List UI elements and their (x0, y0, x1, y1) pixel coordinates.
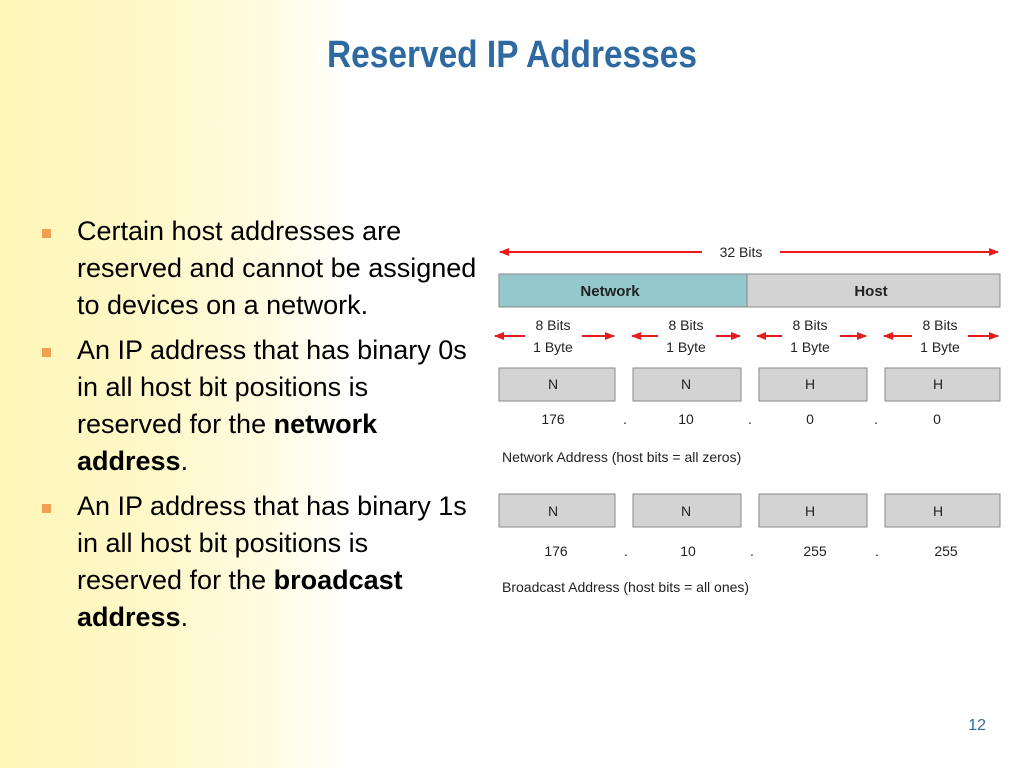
cell-letter: H (933, 376, 943, 392)
host-label: Host (854, 283, 887, 300)
octet-span: 8 Bits 1 Byte (756, 317, 867, 355)
cell-letter: N (548, 503, 558, 519)
bullet-item: Certain host addresses are reserved and … (40, 213, 480, 324)
bullet-text-run: An IP address that has binary 1s in all … (77, 491, 467, 595)
octet-bits-label: 8 Bits (535, 317, 570, 333)
bold-term: network address (77, 409, 378, 476)
octet-span: 8 Bits 1 Byte (631, 317, 741, 355)
octet-bits-label: 8 Bits (668, 317, 703, 333)
octet-value: 0 (933, 411, 941, 427)
bullet-text: An IP address that has binary 0s in all … (77, 335, 467, 476)
bullet-item: An IP address that has binary 1s in all … (40, 488, 480, 636)
octet-cell (498, 367, 616, 402)
cell-letter: H (805, 376, 815, 392)
octet-byte-label: 1 Byte (920, 339, 960, 355)
octet-value: 255 (803, 543, 827, 559)
cell-letter: H (805, 503, 815, 519)
total-bits-label: 32 Bits (720, 244, 763, 260)
network-label: Network (580, 283, 640, 300)
network-address-example: N N H H 176 . 10 . 0 . 0 Network Address… (498, 367, 1001, 465)
bullet-square-icon (42, 348, 51, 357)
broadcast-address-example: N N H H 176 . 10 . 255 . 255 Broadcast A… (498, 493, 1001, 595)
bullet-text: An IP address that has binary 1s in all … (77, 491, 467, 632)
octet-cell (884, 493, 1001, 528)
octet-bits-label: 8 Bits (922, 317, 957, 333)
slide-number: 12 (968, 717, 986, 734)
bullet-text-run: . (180, 446, 189, 476)
total-bits-span: 32 Bits (499, 244, 999, 260)
host-portion (746, 273, 1001, 308)
octet-byte-label: 1 Byte (790, 339, 830, 355)
bullet-list: Certain host addresses are reserved and … (40, 213, 480, 644)
bold-term: broadcast address (77, 565, 403, 632)
broadcast-address-caption: Broadcast Address (host bits = all ones) (502, 579, 749, 595)
octet-separator: . (875, 543, 879, 559)
octet-value: 0 (806, 411, 814, 427)
octet-separator: . (750, 543, 754, 559)
cell-letter: N (681, 376, 691, 392)
bullet-text-run: . (180, 602, 189, 632)
cell-letter: N (548, 376, 558, 392)
octet-separator: . (874, 411, 878, 427)
octet-separator: . (623, 411, 627, 427)
octet-cell (498, 493, 616, 528)
octet-separator: . (624, 543, 628, 559)
octet-value: 10 (678, 411, 694, 427)
bullet-text-run: An IP address that has binary 0s in all … (77, 335, 467, 439)
cell-letter: N (681, 503, 691, 519)
octet-cell (758, 367, 868, 402)
bullet-square-icon (42, 229, 51, 238)
octet-byte-label: 1 Byte (533, 339, 573, 355)
network-portion (498, 273, 748, 308)
octet-span: 8 Bits 1 Byte (494, 317, 615, 355)
octet-bits-label: 8 Bits (792, 317, 827, 333)
octet-spans: 8 Bits 1 Byte 8 Bits 1 Byte 8 Bits 1 Byt… (494, 317, 999, 355)
octet-value: 176 (544, 543, 568, 559)
octet-span: 8 Bits 1 Byte (883, 317, 999, 355)
slide-title: Reserved IP Addresses (327, 34, 697, 76)
cell-letter: H (933, 503, 943, 519)
octet-cell (884, 367, 1001, 402)
bullet-item: An IP address that has binary 0s in all … (40, 332, 480, 480)
bullet-text: Certain host addresses are reserved and … (77, 216, 476, 320)
octet-byte-label: 1 Byte (666, 339, 706, 355)
octet-value: 255 (934, 543, 958, 559)
octet-cell (632, 493, 742, 528)
octet-cell (632, 367, 742, 402)
bullet-text-run: Certain host addresses are reserved and … (77, 216, 477, 320)
network-host-bar: Network Host (498, 273, 1001, 308)
bullet-square-icon (42, 504, 51, 513)
octet-separator: . (748, 411, 752, 427)
octet-value: 10 (680, 543, 696, 559)
network-address-caption: Network Address (host bits = all zeros) (502, 449, 741, 465)
octet-value: 176 (541, 411, 565, 427)
octet-cell (758, 493, 868, 528)
